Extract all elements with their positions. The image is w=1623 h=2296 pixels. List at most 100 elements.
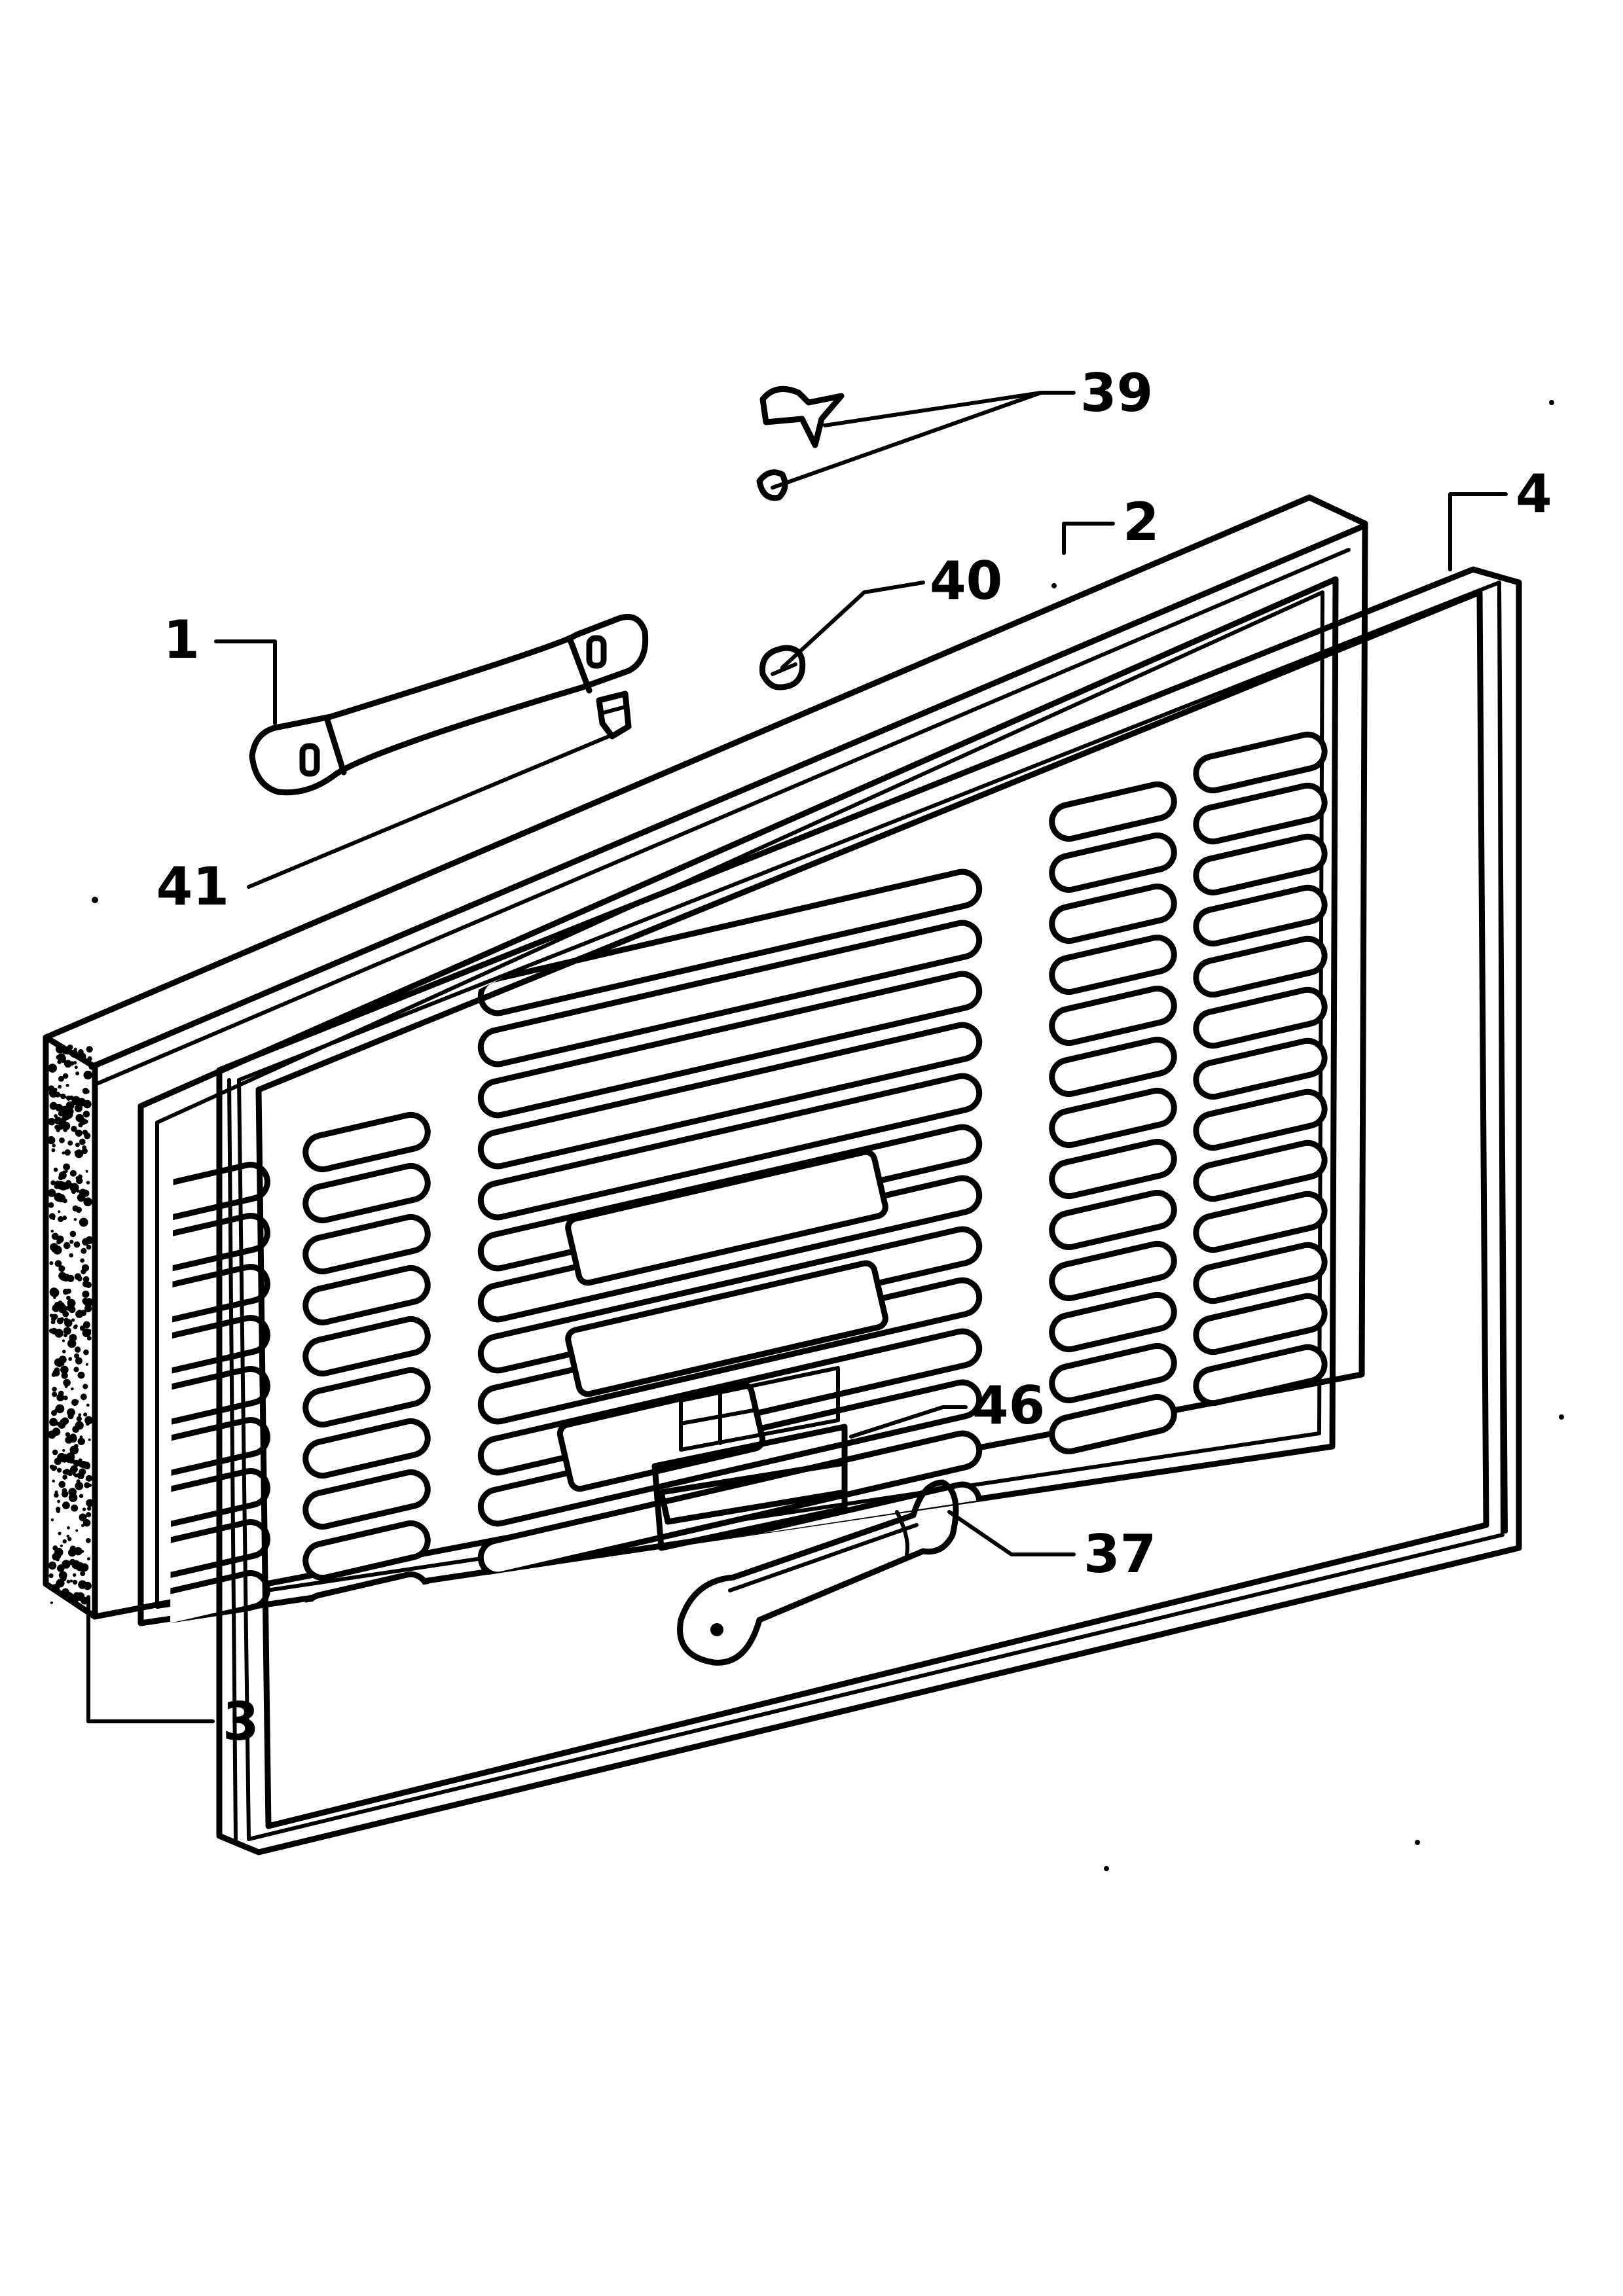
foam-speck [65, 1046, 70, 1051]
foam-speck [78, 1122, 83, 1128]
foam-speck [88, 1329, 92, 1333]
top-handle [249, 614, 649, 796]
foam-speck [75, 1482, 84, 1490]
foam-speck [61, 1372, 68, 1379]
foam-speck [74, 1353, 80, 1359]
foam-speck [75, 1130, 80, 1135]
callout-39: 39 [1080, 363, 1153, 423]
callout-46: 46 [972, 1375, 1045, 1436]
foam-speck [86, 1403, 90, 1407]
foam-speck [74, 1066, 78, 1069]
leader-lines [86, 391, 1508, 1723]
foam-speck [82, 1189, 90, 1197]
panel-slot [302, 1367, 431, 1428]
foam-speck [62, 1073, 69, 1079]
panel-slot [1049, 985, 1177, 1047]
foam-speck [74, 1346, 81, 1353]
foam-speck [86, 1244, 92, 1250]
foam-speck [58, 1532, 62, 1535]
foam-speck [50, 1229, 54, 1233]
foam-speck [68, 1488, 77, 1497]
foam-speck [81, 1058, 86, 1063]
foam-speck [52, 1479, 55, 1482]
foam-speck [76, 1592, 85, 1601]
foam-speck [62, 1170, 66, 1175]
callout-3: 3 [223, 1691, 259, 1752]
foam-speck [58, 1420, 66, 1429]
foam-speck [82, 1130, 88, 1136]
foam-speck [85, 1422, 90, 1426]
panel-slot [1049, 1189, 1177, 1251]
foam-speck [69, 1230, 77, 1238]
foam-speck [59, 1137, 65, 1143]
foam-speck [62, 1274, 70, 1282]
foam-speck [65, 1101, 75, 1110]
foam-speck [85, 1477, 89, 1481]
foam-speck [77, 1437, 85, 1445]
foam-speck [60, 1592, 64, 1596]
panel-slot [477, 1430, 983, 1578]
foam-speck [72, 1579, 78, 1585]
foam-speck [76, 1416, 82, 1422]
foam-speck [51, 1148, 56, 1153]
foam-speck [73, 1218, 77, 1221]
foam-speck [49, 1089, 58, 1098]
foam-speck [65, 1452, 75, 1462]
foam-speck [79, 1475, 84, 1479]
panel-blank-area [565, 1260, 888, 1397]
foam-speck [62, 1475, 67, 1480]
foam-speck [63, 1378, 71, 1387]
foam-speck [67, 1107, 74, 1115]
foam-speck [69, 1170, 77, 1177]
foam-speck [62, 1350, 66, 1354]
foam-speck [62, 1151, 65, 1155]
foam-speck [65, 1436, 73, 1444]
foam-speck [54, 1183, 60, 1189]
panel-slot [1049, 1342, 1177, 1404]
foam-speck [56, 1393, 65, 1402]
foam-speck [74, 1547, 82, 1556]
foam-speck [84, 1299, 91, 1306]
foam-speck [85, 1089, 90, 1094]
foam-speck [58, 1175, 64, 1181]
foam-speck [86, 1181, 90, 1185]
foam-speck [52, 1143, 56, 1148]
foam-speck [66, 1469, 73, 1476]
foam-speck [64, 1149, 71, 1156]
foam-speck [68, 1306, 76, 1314]
foam-speck [52, 1465, 58, 1471]
foam-speck [82, 1321, 90, 1329]
foam-speck [67, 1299, 76, 1308]
foam-speck [65, 1592, 75, 1602]
foam-speck [71, 1126, 77, 1132]
foam-speck [82, 1384, 88, 1390]
foam-speck [71, 1318, 75, 1322]
foam-speck [77, 1371, 85, 1379]
foam-speck [62, 1215, 67, 1221]
panel-slot [170, 1519, 270, 1578]
panel-slot [1193, 986, 1328, 1049]
foam-speck [77, 1276, 82, 1282]
panel-slot [302, 1316, 431, 1377]
foam-speck [68, 1549, 77, 1557]
lower-handle [677, 1479, 959, 1666]
foam-speck [82, 1507, 86, 1511]
foam-speck [83, 1349, 89, 1355]
foam-speck [81, 1524, 84, 1528]
panel-slot [170, 1417, 270, 1476]
foam-speck [58, 1216, 64, 1223]
foam-speck [47, 1189, 56, 1197]
foam-speck [73, 1325, 78, 1329]
panel-blank-area [556, 1381, 766, 1492]
foam-speck [75, 1529, 79, 1532]
foam-speck [86, 1046, 93, 1053]
foam-speck [55, 1045, 65, 1054]
foam-speck [62, 1501, 70, 1509]
foam-speck [76, 1177, 83, 1185]
foam-speck [54, 1260, 62, 1267]
foam-speck [58, 1085, 62, 1089]
foam-speck [60, 1544, 63, 1547]
foam-speck [58, 1124, 64, 1130]
foam-speck [69, 1253, 73, 1258]
foam-speck [81, 1550, 84, 1553]
